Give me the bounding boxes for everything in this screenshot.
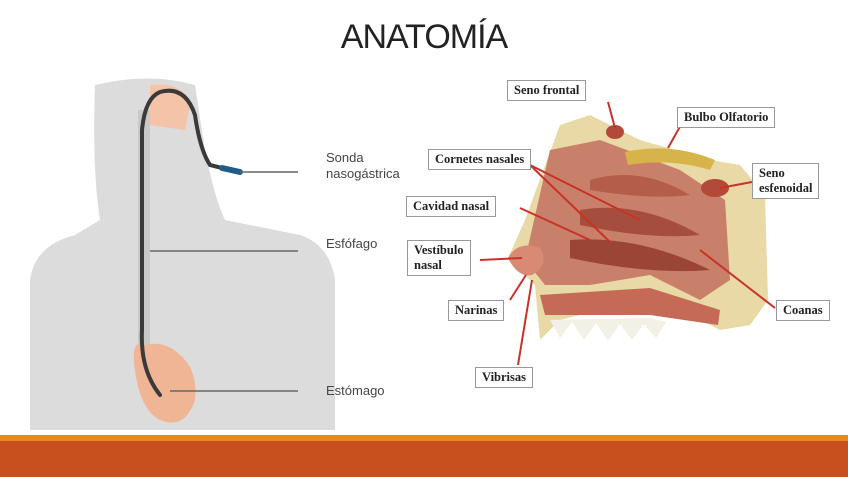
label-estomago: Estómago bbox=[326, 383, 385, 399]
label-sonda: Sonda nasogástrica bbox=[326, 150, 400, 182]
label-seno-frontal: Seno frontal bbox=[507, 80, 586, 101]
footer-bar bbox=[0, 441, 848, 477]
label-vibrisas: Vibrisas bbox=[475, 367, 533, 388]
label-seno-esfenoidal: Seno esfenoidal bbox=[752, 163, 819, 199]
label-coanas: Coanas bbox=[776, 300, 830, 321]
leader-seno-frontal bbox=[608, 102, 615, 128]
label-cornetes-nasales: Cornetes nasales bbox=[428, 149, 531, 170]
label-narinas: Narinas bbox=[448, 300, 504, 321]
label-cavidad-nasal: Cavidad nasal bbox=[406, 196, 496, 217]
label-vestibulo-nasal: Vestíbulo nasal bbox=[407, 240, 471, 276]
teeth bbox=[550, 318, 666, 341]
label-esofago: Esfófago bbox=[326, 236, 377, 252]
nasal-anatomy-illustration bbox=[400, 70, 848, 400]
leader-narinas bbox=[510, 275, 526, 300]
slide-title: ANATOMÍA bbox=[0, 18, 848, 57]
label-bulbo-olfatorio: Bulbo Olfatorio bbox=[677, 107, 775, 128]
tube-tip bbox=[222, 168, 240, 172]
leader-vibrisas bbox=[518, 280, 532, 365]
